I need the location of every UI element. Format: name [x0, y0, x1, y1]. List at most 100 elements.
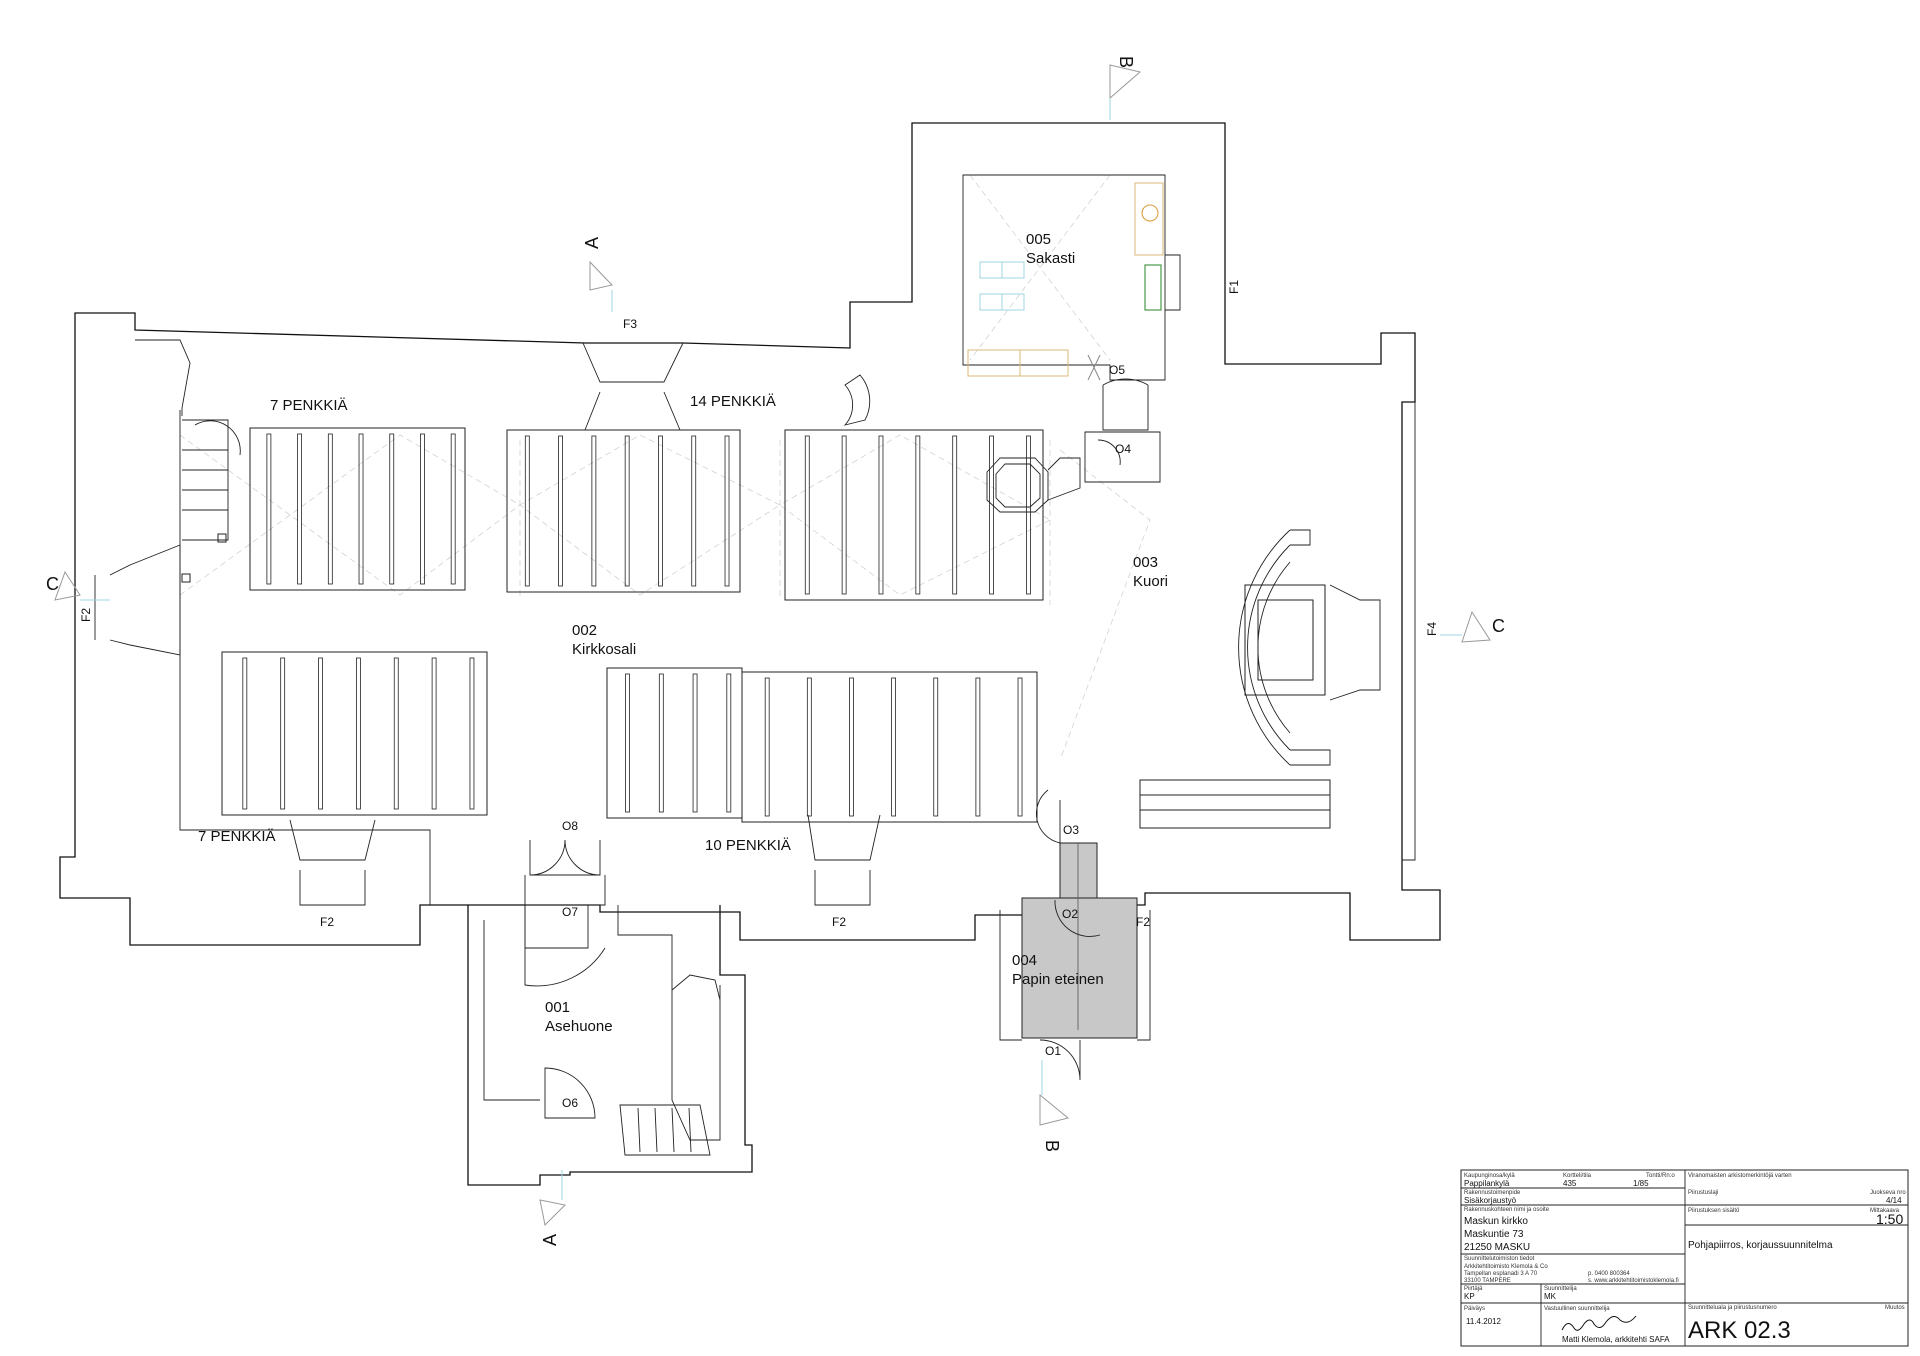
room-003-name: Kuori: [1133, 573, 1168, 590]
pew-se2-pew: [806, 677, 812, 817]
pew-count-nw: 7 PENKKIÄ: [270, 397, 348, 414]
tb-sisalto: Pohjapiirros, korjaussuunnitelma: [1688, 1240, 1833, 1251]
tb-kaupunginosa: Pappilankylä: [1464, 1179, 1510, 1188]
pew-se2-pew: [849, 677, 854, 817]
signature: [1561, 1315, 1637, 1331]
room-003-number: 003: [1133, 554, 1158, 571]
section-c-right: C: [1492, 616, 1505, 636]
door-o2: O2: [1062, 907, 1078, 921]
svg-text:Viranomaisten arkistomerkintöj: Viranomaisten arkistomerkintöjä varten: [1688, 1173, 1792, 1179]
pew-count-sw: 7 PENKKIÄ: [198, 828, 276, 845]
door-o1: O1: [1045, 1044, 1061, 1058]
room-002-number: 002: [572, 622, 597, 639]
pew-se1-block: [606, 667, 743, 819]
stair-nw: [181, 419, 241, 583]
south-pews: [221, 651, 1038, 823]
pew-se1-pew: [692, 673, 698, 813]
svg-text:Suunnittelutoimiston tiedot: Suunnittelutoimiston tiedot: [1464, 1256, 1535, 1262]
tb-toimisto-nimi: Arkkitehtitoimisto Klemola & Co: [1464, 1264, 1548, 1270]
pew-nc-pew: [724, 435, 730, 587]
svg-text:Piirustuksen sisältö: Piirustuksen sisältö: [1688, 1208, 1740, 1214]
window-f3: F3: [623, 317, 637, 331]
tb-kohde-posti: 21250 MASKU: [1464, 1242, 1530, 1253]
svg-text:Kaupunginosa/kylä: Kaupunginosa/kylä: [1464, 1173, 1515, 1179]
room-001-name: Asehuone: [545, 1018, 613, 1035]
door-o5: O5: [1109, 363, 1125, 377]
window-f2-west: F2: [79, 608, 93, 622]
title-block: Kaupunginosa/kylä Pappilankylä Kortteli/…: [1460, 1169, 1909, 1347]
svg-text:Tontti/Rn:o: Tontti/Rn:o: [1646, 1173, 1675, 1179]
north-pews: [249, 427, 1044, 601]
pew-sw-pew: [355, 657, 361, 810]
section-labels: B A C C B A: [46, 56, 1505, 1246]
pew-ne-pew: [915, 435, 921, 595]
window-f2-s: F2: [832, 915, 846, 929]
svg-text:Muutos: Muutos: [1885, 1305, 1905, 1311]
pew-nc-block: [506, 429, 741, 593]
pew-sw-pew: [469, 657, 475, 810]
window-f1: F1: [1227, 280, 1241, 294]
svg-text:p. 0400 800364: p. 0400 800364: [1588, 1271, 1630, 1277]
pew-se1-pew: [625, 673, 630, 813]
tb-tontti: 1/85: [1633, 1179, 1649, 1188]
room-005-name: Sakasti: [1026, 250, 1075, 267]
svg-text:Juokseva nro: Juokseva nro: [1870, 1190, 1906, 1196]
tb-juokseva: 4/14: [1886, 1196, 1902, 1205]
pew-se2-pew: [764, 677, 770, 817]
svg-text:Vastuullinen suunnittelija: Vastuullinen suunnittelija: [1544, 1306, 1610, 1312]
pew-ne-pew: [804, 435, 810, 595]
door-labels: O1 O2 O3 O4 O5 O6 O7 O8: [562, 363, 1131, 1110]
svg-text:Rakennustoimenpide: Rakennustoimenpide: [1464, 1190, 1521, 1196]
pew-nw-pew: [450, 433, 456, 585]
section-markers: [54, 64, 1491, 1227]
o8-doorway: [524, 839, 606, 906]
room-002-name: Kirkkosali: [572, 641, 636, 658]
pew-nw-pew: [358, 433, 364, 585]
pew-nw-pew: [327, 433, 333, 585]
svg-text:Mittakaava: Mittakaava: [1870, 1208, 1900, 1214]
pew-nw-pew: [420, 433, 425, 585]
tb-kohde-katu: Maskuntie 73: [1464, 1229, 1524, 1240]
tb-paivays: 11.4.2012: [1466, 1317, 1502, 1326]
tb-piirustusnumero: ARK 02.3: [1688, 1317, 1791, 1344]
room-001-number: 001: [545, 999, 570, 1016]
pew-sw-block: [221, 651, 488, 816]
window-f4: F4: [1425, 622, 1439, 636]
pew-se1-pew: [726, 673, 732, 813]
window-f2-sw: F2: [320, 915, 334, 929]
svg-text:s. www.arkkitehtitoimistoklemo: s. www.arkkitehtitoimistoklemola.fi: [1588, 1278, 1679, 1284]
pew-ne-pew: [878, 435, 884, 595]
pew-se1-pew: [658, 673, 664, 813]
pew-nc-pew: [591, 435, 597, 587]
tb-kortteli: 435: [1563, 1179, 1577, 1188]
pew-nw-pew: [389, 433, 395, 585]
pew-nc-pew: [524, 435, 530, 587]
svg-text:Rakennuskohteen nimi ja osoite: Rakennuskohteen nimi ja osoite: [1464, 1207, 1550, 1213]
pew-ne-pew: [841, 435, 847, 595]
pew-se2-block: [741, 671, 1038, 823]
tb-mittakaava: 1:50: [1876, 1211, 1903, 1227]
room-005-number: 005: [1026, 231, 1051, 248]
window-labels: F1 F2 F2 F2 F2 F3 F4: [79, 280, 1439, 929]
door-o6: O6: [562, 1096, 578, 1110]
pew-se2-pew: [891, 677, 897, 817]
svg-text:Suunnitteluala ja piirustusnum: Suunnitteluala ja piirustusnumero: [1688, 1305, 1777, 1311]
svg-text:Suunnittelija: Suunnittelija: [1544, 1286, 1577, 1292]
svg-text:Piirtäjä: Piirtäjä: [1464, 1286, 1483, 1292]
tb-suunnittelija: MK: [1544, 1292, 1557, 1301]
pew-count-se: 10 PENKKIÄ: [705, 837, 791, 854]
pew-nc-pew: [624, 435, 630, 587]
door-o8: O8: [562, 819, 578, 833]
pulpit-area: [843, 374, 1161, 513]
sakasti-room: [962, 174, 1181, 431]
pew-nw-block: [249, 427, 466, 591]
pew-ne-pew: [989, 435, 994, 595]
tb-vastuullinen: Matti Klemola, arkkitehti SAFA: [1562, 1335, 1670, 1344]
pew-sw-pew: [280, 657, 286, 810]
pew-sw-pew: [318, 657, 323, 810]
outer-walls: [59, 122, 1441, 946]
pew-se2-pew: [1017, 677, 1023, 817]
tb-piirtaja: KP: [1464, 1292, 1475, 1301]
svg-text:Piirustuslaji: Piirustuslaji: [1688, 1190, 1718, 1196]
